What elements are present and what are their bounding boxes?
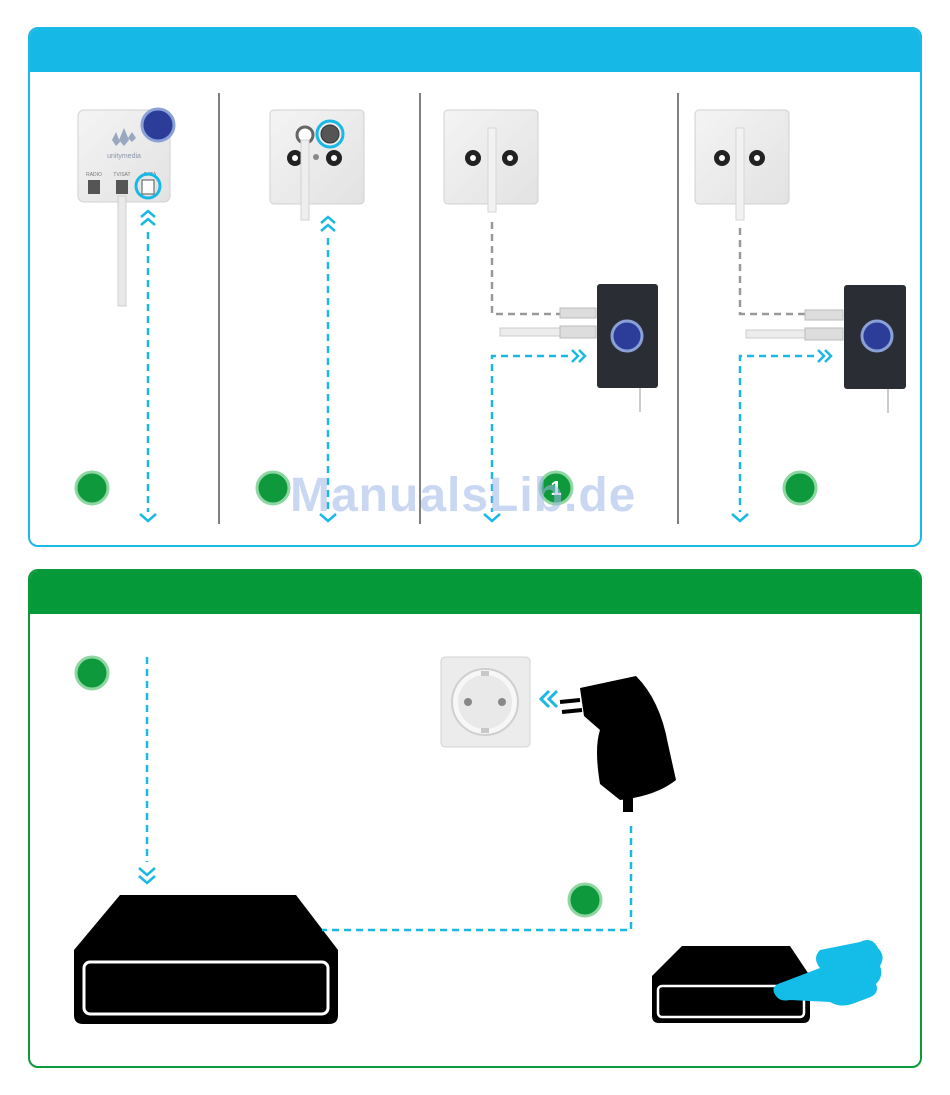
power-outlet: [441, 657, 530, 747]
multimedia-wall-socket: [270, 110, 364, 220]
step-dot-column4: [784, 472, 816, 504]
plug-in-arrow: [541, 691, 557, 707]
column1-cable-path: [140, 211, 156, 521]
step-dot-power: [569, 884, 601, 916]
column3-grey-cable: [492, 222, 560, 314]
adapter-label-radio: RADIO: [86, 172, 102, 178]
tv-wall-socket: [444, 110, 538, 212]
step-dot-cable-to-modem: [76, 657, 108, 689]
splitter-blue-marker: [612, 321, 642, 351]
splitter-alt-blue-marker: [862, 321, 892, 351]
power-adapter: [560, 676, 676, 812]
step-dot-column1: [76, 472, 108, 504]
column4-grey-cable: [740, 228, 805, 314]
cable-to-modem-path: [139, 657, 155, 883]
step-dot-column2: [257, 472, 289, 504]
modem-large: [74, 895, 338, 1024]
column4-cable-path: [732, 350, 831, 521]
tv-wall-socket-alt: [695, 110, 789, 220]
adapter-blue-marker: [142, 109, 174, 141]
adapter-label-tvsat: TV/SAT: [113, 172, 130, 178]
adapter-brand-mark: unitymedia: [107, 153, 141, 160]
manualslib-watermark: ManualsLib.de: [290, 468, 636, 523]
